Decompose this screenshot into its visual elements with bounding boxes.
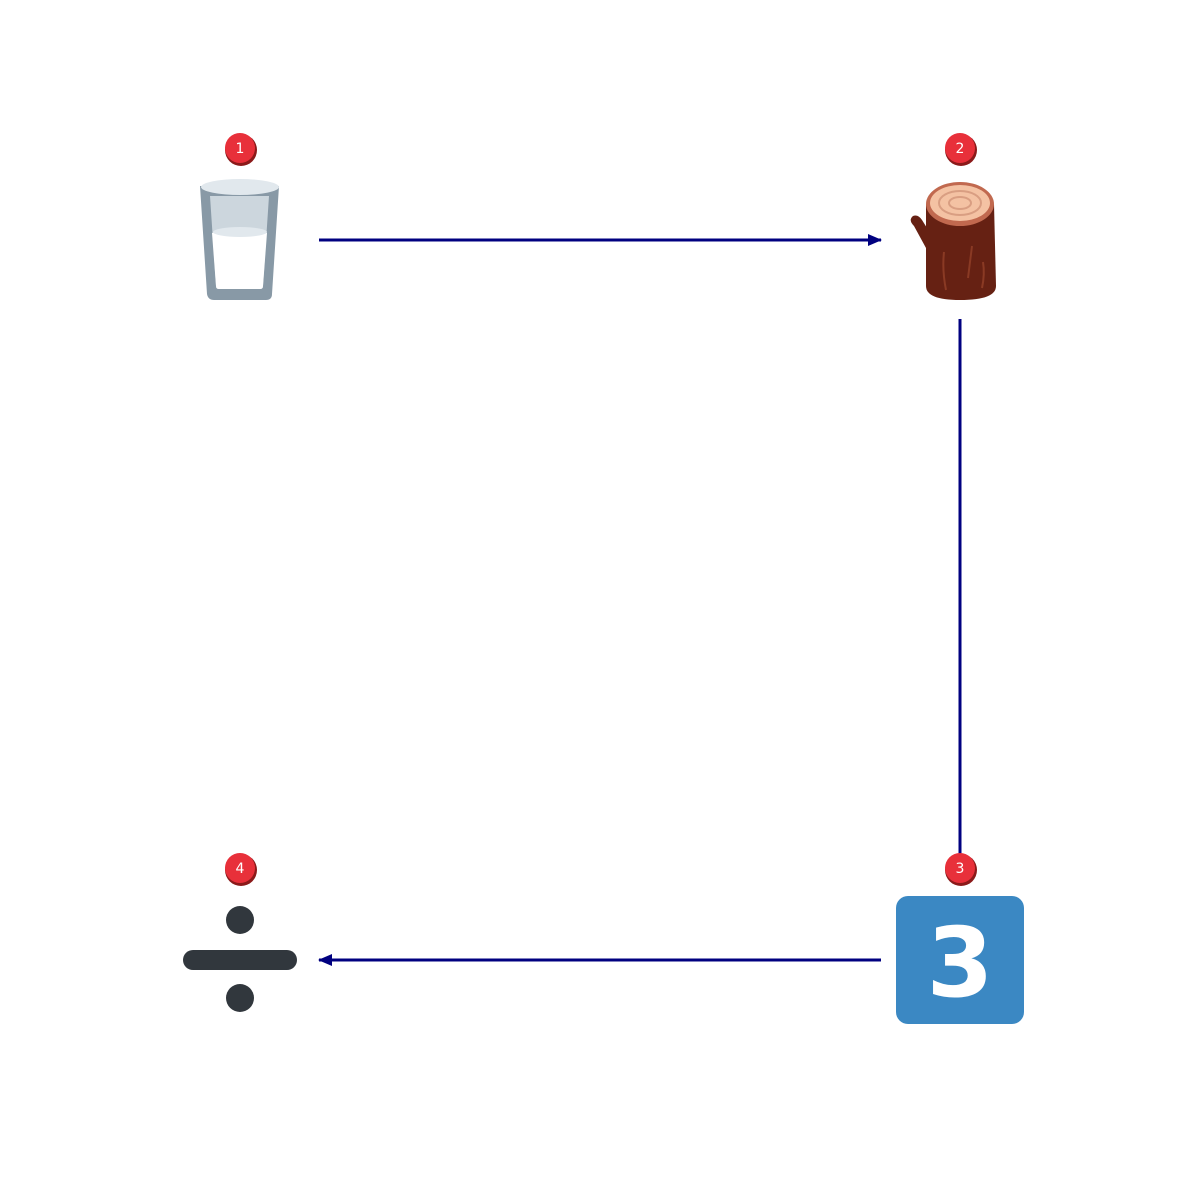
- node-4[interactable]: 4: [183, 853, 297, 1012]
- node-badge: 1: [225, 133, 257, 166]
- edges: [318, 234, 962, 966]
- badge-label: 3: [956, 861, 965, 877]
- node-2[interactable]: 2: [910, 133, 996, 300]
- node-badge: 2: [945, 133, 977, 166]
- wood-log-icon: [910, 182, 996, 300]
- node-3[interactable]: 3 3: [896, 853, 1024, 1024]
- badge-label: 4: [236, 861, 245, 877]
- node-1[interactable]: 1: [200, 133, 279, 300]
- node-badge: 3: [945, 853, 977, 886]
- badge-label: 1: [236, 141, 245, 157]
- badge-label: 2: [956, 141, 965, 157]
- glass-of-milk-icon: [200, 179, 279, 300]
- node-badge: 4: [225, 853, 257, 886]
- keycap-glyph: 3: [927, 907, 994, 1019]
- keycap-digit-three-icon: 3: [896, 896, 1024, 1024]
- division-sign-icon: [183, 906, 297, 1012]
